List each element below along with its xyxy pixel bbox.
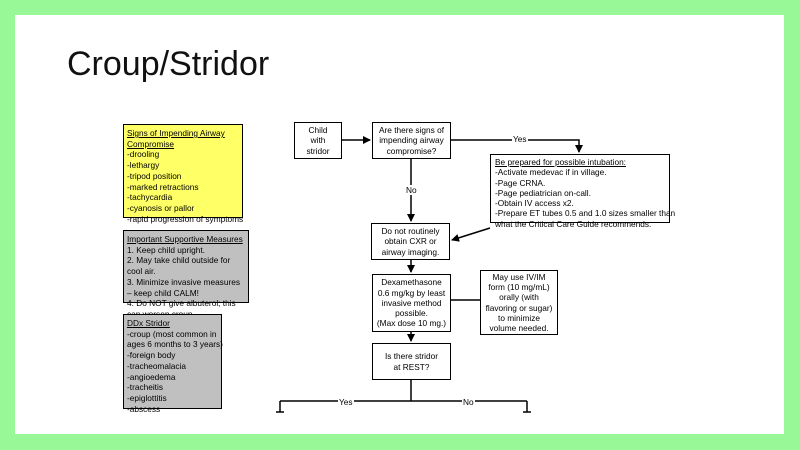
arrow-yes-to-intubation	[451, 139, 583, 153]
dexa-line: possible.	[395, 308, 428, 319]
no-label-stridor: No	[462, 397, 475, 407]
ddx-heading: DDx Stridor	[127, 318, 170, 328]
intubation-item: -Obtain IV access x2.	[495, 198, 574, 209]
no-routine-imaging-box: Do not routinely obtain CXR or airway im…	[371, 223, 450, 260]
question1-line: impending airway	[379, 135, 444, 146]
cxr-line: obtain CXR or	[384, 236, 437, 247]
intubation-item: -Activate medevac if in village.	[495, 167, 607, 178]
dexamethasone-box: Dexamethasone 0.6 mg/kg by least invasiv…	[372, 274, 451, 332]
signs-item: -rapid progression of symptoms	[127, 213, 244, 224]
signs-item: -drooling	[127, 149, 160, 160]
ddx-item: -abscess	[127, 403, 161, 414]
measures-heading: Important Supportive Measures	[127, 234, 243, 244]
child-line: stridor	[306, 145, 330, 156]
ivim-line: flavoring or sugar)	[485, 302, 553, 313]
question2-line: Is there stridor	[384, 351, 439, 362]
ddx-item: -angioedema	[127, 371, 176, 382]
child-with-stridor-box: Child with stridor	[294, 122, 342, 159]
ddx-item: -epiglottitis	[127, 392, 167, 403]
yes-label-stridor: Yes	[338, 397, 354, 407]
signs-of-airway-compromise-box: Signs of Impending Airway Compromise -dr…	[123, 124, 243, 224]
ddx-item: -foreign body	[127, 350, 176, 361]
signs-item: -marked retractions	[127, 181, 199, 192]
dexa-line: invasive method	[381, 297, 442, 308]
child-line: with	[310, 135, 326, 146]
ivim-line: orally (with	[499, 292, 539, 303]
intubation-item: -Page CRNA.	[495, 177, 546, 188]
signs-item: -tripod position	[127, 170, 182, 181]
signs-heading-line-1: Signs of Impending Airway	[127, 128, 225, 138]
ivim-line: form (10 mg/mL)	[488, 281, 550, 292]
supportive-measures-box: Important Supportive Measures 1. Keep ch…	[123, 230, 249, 319]
intubation-heading: Be prepared for possible intubation:	[495, 157, 626, 167]
intubation-item: what the Critical Care Guide recommends.	[495, 218, 652, 229]
signs-item: -tachycardia	[127, 192, 173, 203]
intubation-prep-box: Be prepared for possible intubation: -Ac…	[490, 154, 676, 229]
dexa-line: 0.6 mg/kg by least	[377, 287, 446, 298]
yes-label-airway: Yes	[512, 134, 528, 144]
stridor-at-rest-question-box: Is there stridor at REST?	[372, 343, 451, 380]
airway-compromise-question-box: Are there signs of impending airway comp…	[372, 122, 451, 159]
iv-im-form-box: May use IV/IM form (10 mg/mL) orally (wi…	[480, 270, 558, 335]
measures-item: 3. Minimize invasive measures – keep chi…	[127, 276, 240, 298]
signs-item: -cyanosis or pallor	[127, 202, 195, 213]
child-line: Child	[308, 125, 328, 136]
ddx-item: -tracheitis	[127, 382, 163, 393]
slide-title: Croup/Stridor	[67, 45, 270, 83]
measures-item: 1. Keep child upright.	[127, 244, 205, 255]
ivim-line: volume needed.	[489, 323, 549, 334]
ddx-stridor-box: DDx Stridor -croup (most common in ages …	[123, 314, 223, 414]
signs-heading-line-2: Compromise	[127, 138, 175, 149]
ivim-line: May use IV/IM	[492, 271, 546, 282]
arrow-intubation-to-cxr	[451, 227, 491, 242]
intubation-item: -Prepare ET tubes 0.5 and 1.0 sizes smal…	[495, 208, 676, 219]
measures-item: 4. Do NOT give albuterol; this can worse…	[127, 298, 236, 319]
ivim-line: to minimize	[498, 312, 540, 323]
intubation-item: -Page pediatrician on-call.	[495, 187, 591, 198]
cxr-line: Do not routinely	[381, 226, 440, 237]
measures-item: 2. May take child outside for cool air.	[127, 255, 231, 277]
ddx-item: -tracheomalacia	[127, 360, 187, 371]
cxr-line: airway imaging.	[381, 246, 440, 257]
signs-item: -lethargy	[127, 160, 160, 171]
dexa-line: (Max dose 10 mg.)	[376, 318, 447, 329]
dexa-line: Dexamethasone	[381, 277, 442, 288]
question2-line: at REST?	[393, 361, 430, 372]
question1-line: Are there signs of	[378, 125, 445, 136]
ddx-item: -croup (most common in	[127, 328, 217, 339]
ddx-item: ages 6 months to 3 years)	[127, 339, 223, 350]
question1-line: compromise?	[386, 145, 437, 156]
no-label-airway: No	[405, 185, 418, 195]
